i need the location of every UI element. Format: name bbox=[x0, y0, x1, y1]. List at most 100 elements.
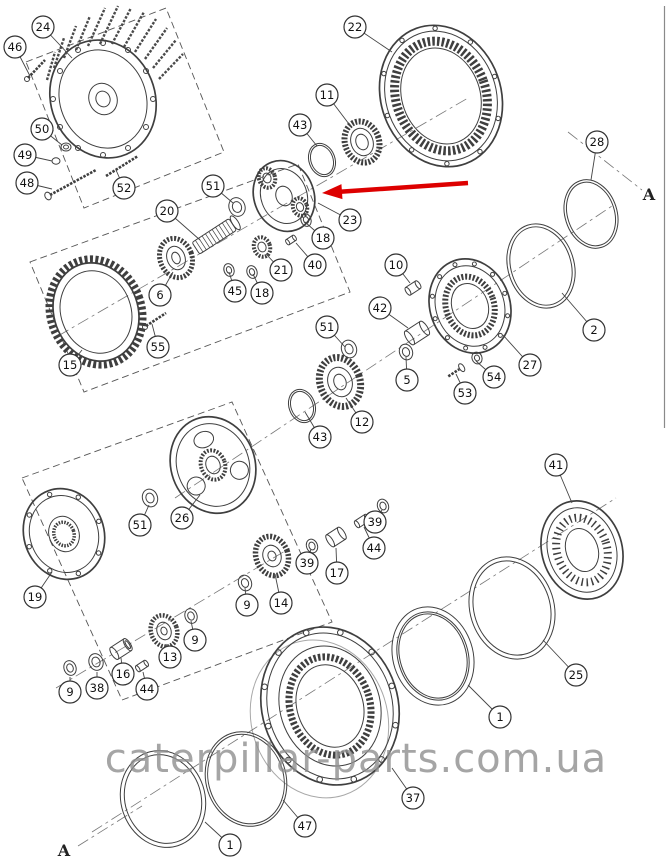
section-boundary-bottom-left bbox=[21, 401, 333, 701]
svg-text:51: 51 bbox=[320, 320, 335, 334]
part-5-washer bbox=[398, 343, 414, 361]
svg-text:44: 44 bbox=[367, 541, 382, 555]
callout-balloon-1: 1 bbox=[488, 705, 512, 729]
svg-text:55: 55 bbox=[151, 340, 166, 354]
part-6-gear bbox=[156, 235, 196, 281]
red-pointer-arrow bbox=[322, 180, 469, 200]
callout-balloon-13: 13 bbox=[158, 645, 182, 669]
svg-text:39: 39 bbox=[368, 515, 383, 529]
svg-text:43: 43 bbox=[313, 430, 328, 444]
part-48-bolt bbox=[44, 168, 97, 201]
svg-text:54: 54 bbox=[487, 370, 502, 384]
svg-text:45: 45 bbox=[228, 284, 243, 298]
svg-text:18: 18 bbox=[316, 231, 331, 245]
part-25-ring bbox=[468, 556, 556, 660]
part-44-pin-lower bbox=[134, 659, 150, 673]
part-16-sleeve bbox=[109, 638, 133, 660]
callout-balloon-41: 41 bbox=[544, 453, 568, 477]
svg-text:51: 51 bbox=[206, 179, 221, 193]
svg-text:19: 19 bbox=[28, 590, 43, 604]
part-9-washer-b bbox=[184, 608, 198, 624]
callout-balloon-17: 17 bbox=[325, 561, 349, 585]
svg-text:13: 13 bbox=[163, 650, 178, 664]
callout-balloon-40: 40 bbox=[303, 253, 327, 277]
svg-text:9: 9 bbox=[243, 598, 250, 612]
part-41-bearing bbox=[540, 500, 624, 600]
part-9-washer-c bbox=[63, 660, 77, 676]
callout-balloon-28: 28 bbox=[585, 130, 609, 154]
part-43-oring-upper bbox=[307, 142, 337, 178]
callout-balloon-51: 51 bbox=[315, 315, 339, 339]
svg-text:20: 20 bbox=[160, 204, 175, 218]
part-15-ring-gear bbox=[45, 255, 147, 369]
part-22-ring-gear bbox=[378, 24, 504, 168]
callout-balloon-22: 22 bbox=[343, 15, 367, 39]
section-label-A: A bbox=[57, 841, 71, 860]
callout-balloon-42: 42 bbox=[368, 296, 392, 320]
callout-balloon-44: 44 bbox=[135, 677, 159, 701]
svg-text:26: 26 bbox=[175, 511, 190, 525]
svg-text:53: 53 bbox=[458, 386, 473, 400]
svg-text:39: 39 bbox=[300, 556, 315, 570]
svg-text:40: 40 bbox=[308, 258, 323, 272]
callout-balloon-19: 19 bbox=[23, 585, 47, 609]
callout-balloon-39: 39 bbox=[363, 510, 387, 534]
callout-balloon-2: 2 bbox=[582, 318, 606, 342]
callout-balloon-25: 25 bbox=[564, 663, 588, 687]
svg-text:6: 6 bbox=[156, 288, 163, 302]
callout-balloon-37: 37 bbox=[401, 786, 425, 810]
part-45-washer bbox=[223, 263, 235, 277]
svg-text:16: 16 bbox=[116, 667, 131, 681]
part-51-washer-middle bbox=[340, 339, 358, 359]
callout-balloon-5: 5 bbox=[395, 368, 419, 392]
svg-text:41: 41 bbox=[549, 458, 564, 472]
svg-text:18: 18 bbox=[255, 286, 270, 300]
svg-text:27: 27 bbox=[523, 358, 538, 372]
callout-balloon-20: 20 bbox=[155, 199, 179, 223]
diagram-artwork bbox=[21, 5, 666, 848]
centerline-upper bbox=[57, 97, 469, 337]
svg-text:42: 42 bbox=[373, 301, 388, 315]
svg-text:44: 44 bbox=[140, 682, 155, 696]
part-39-washer-upper bbox=[376, 498, 390, 514]
callout-balloon-14: 14 bbox=[269, 591, 293, 615]
callout-balloon-54: 54 bbox=[482, 365, 506, 389]
part-14-gear bbox=[252, 533, 292, 579]
svg-text:12: 12 bbox=[355, 415, 370, 429]
part-38-washer bbox=[88, 653, 104, 671]
part-53-bolt bbox=[447, 363, 466, 378]
callout-balloon-52: 52 bbox=[112, 176, 136, 200]
part-19-hub bbox=[22, 487, 106, 581]
svg-text:49: 49 bbox=[18, 148, 33, 162]
section-label-A: A bbox=[642, 185, 656, 204]
part-20-shaft bbox=[192, 215, 241, 254]
callout-balloon-47: 47 bbox=[293, 814, 317, 838]
callout-balloon-24: 24 bbox=[31, 15, 55, 39]
svg-text:46: 46 bbox=[8, 40, 23, 54]
part-27-coupling bbox=[428, 258, 512, 354]
svg-text:10: 10 bbox=[389, 258, 404, 272]
part-1-ring-b bbox=[119, 750, 207, 848]
svg-text:9: 9 bbox=[66, 685, 73, 699]
callout-balloon-12: 12 bbox=[350, 410, 374, 434]
centerline-middle bbox=[174, 205, 613, 499]
callout-balloon-49: 49 bbox=[13, 143, 37, 167]
svg-text:47: 47 bbox=[298, 819, 313, 833]
svg-text:1: 1 bbox=[226, 838, 233, 852]
section-boundary-top-left bbox=[25, 7, 225, 209]
svg-text:28: 28 bbox=[590, 135, 605, 149]
cover-studs bbox=[45, 5, 184, 81]
svg-text:22: 22 bbox=[348, 20, 363, 34]
part-12-gear bbox=[315, 354, 365, 410]
svg-text:24: 24 bbox=[36, 20, 51, 34]
callout-balloon-9: 9 bbox=[58, 680, 82, 704]
part-11-bearing bbox=[341, 118, 383, 166]
callout-balloon-10: 10 bbox=[384, 253, 408, 277]
svg-text:23: 23 bbox=[343, 213, 358, 227]
callout-balloon-18: 18 bbox=[311, 226, 335, 250]
part-50-nut bbox=[60, 142, 72, 152]
part-42-roller bbox=[403, 320, 431, 346]
part-18-planet-gear bbox=[256, 166, 278, 190]
